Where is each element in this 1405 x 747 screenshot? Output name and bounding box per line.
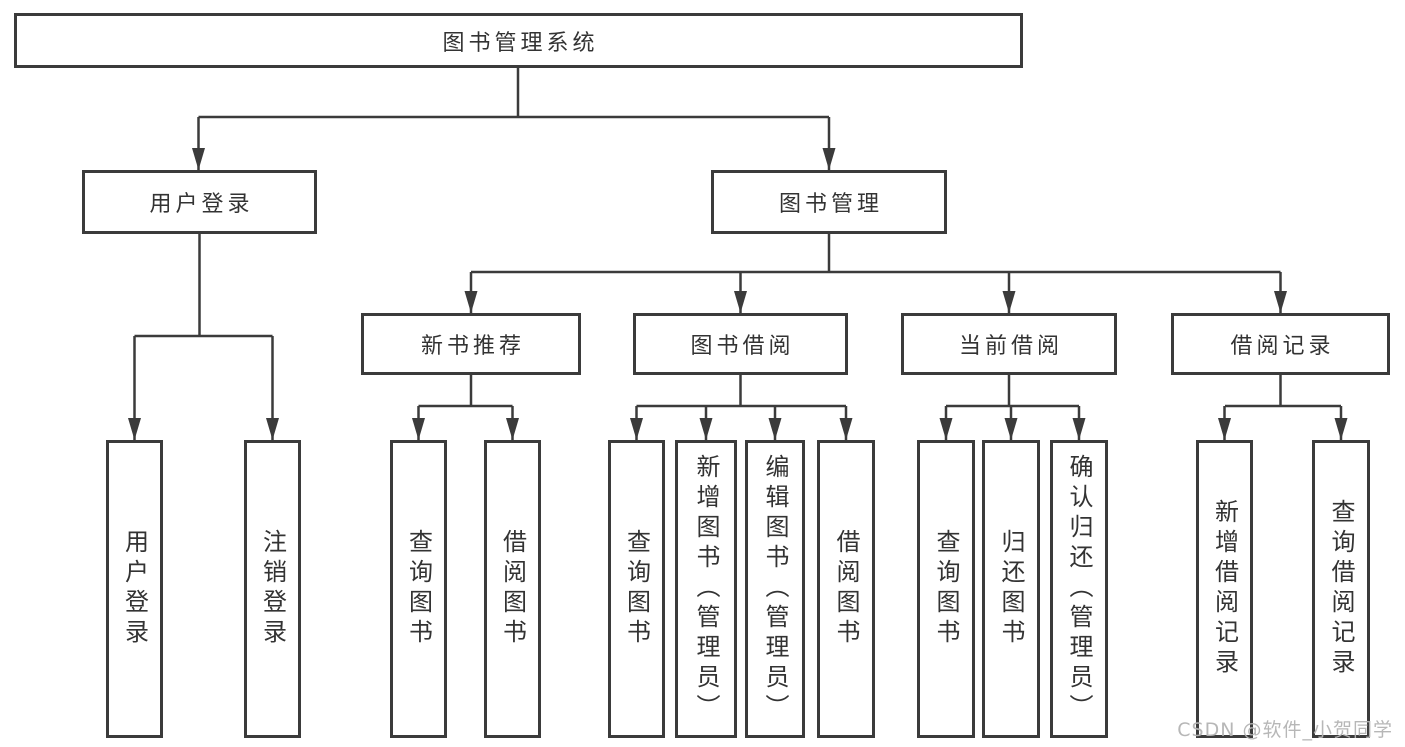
node-current-borrowing: 当前借阅 bbox=[901, 313, 1117, 375]
node-user-login: 用户登录 bbox=[82, 170, 317, 234]
leaf-current-query-books: 查询图书 bbox=[917, 440, 975, 738]
node-book-borrowing: 图书借阅 bbox=[633, 313, 848, 375]
node-borrowing-records: 借阅记录 bbox=[1171, 313, 1390, 375]
leaf-user-login: 用户登录 bbox=[106, 440, 163, 738]
leaf-recommend-borrow-books: 借阅图书 bbox=[484, 440, 541, 738]
connector-trunks bbox=[134, 68, 1341, 408]
leaf-borrowing-add-books-admin: 新增图书（管理员） bbox=[675, 440, 737, 738]
leaf-records-add-borrow-record: 新增借阅记录 bbox=[1196, 440, 1253, 738]
leaf-current-confirm-return-admin: 确认归还（管理员） bbox=[1050, 440, 1108, 738]
node-new-book-recommendation: 新书推荐 bbox=[361, 313, 581, 375]
leaf-borrowing-query-books: 查询图书 bbox=[608, 440, 665, 738]
leaf-recommend-query-books: 查询图书 bbox=[390, 440, 447, 738]
csdn-watermark: CSDN @软件_小贺同学 bbox=[1177, 719, 1393, 741]
leaf-current-return-books: 归还图书 bbox=[982, 440, 1040, 738]
leaf-borrowing-borrow-books: 借阅图书 bbox=[817, 440, 875, 738]
leaf-logout: 注销登录 bbox=[244, 440, 301, 738]
connector-arrows bbox=[128, 117, 1348, 440]
leaf-records-query-borrow-record: 查询借阅记录 bbox=[1312, 440, 1370, 738]
leaf-borrowing-edit-books-admin: 编辑图书（管理员） bbox=[745, 440, 805, 738]
node-library-management-system: 图书管理系统 bbox=[14, 13, 1023, 68]
node-book-management: 图书管理 bbox=[711, 170, 947, 234]
